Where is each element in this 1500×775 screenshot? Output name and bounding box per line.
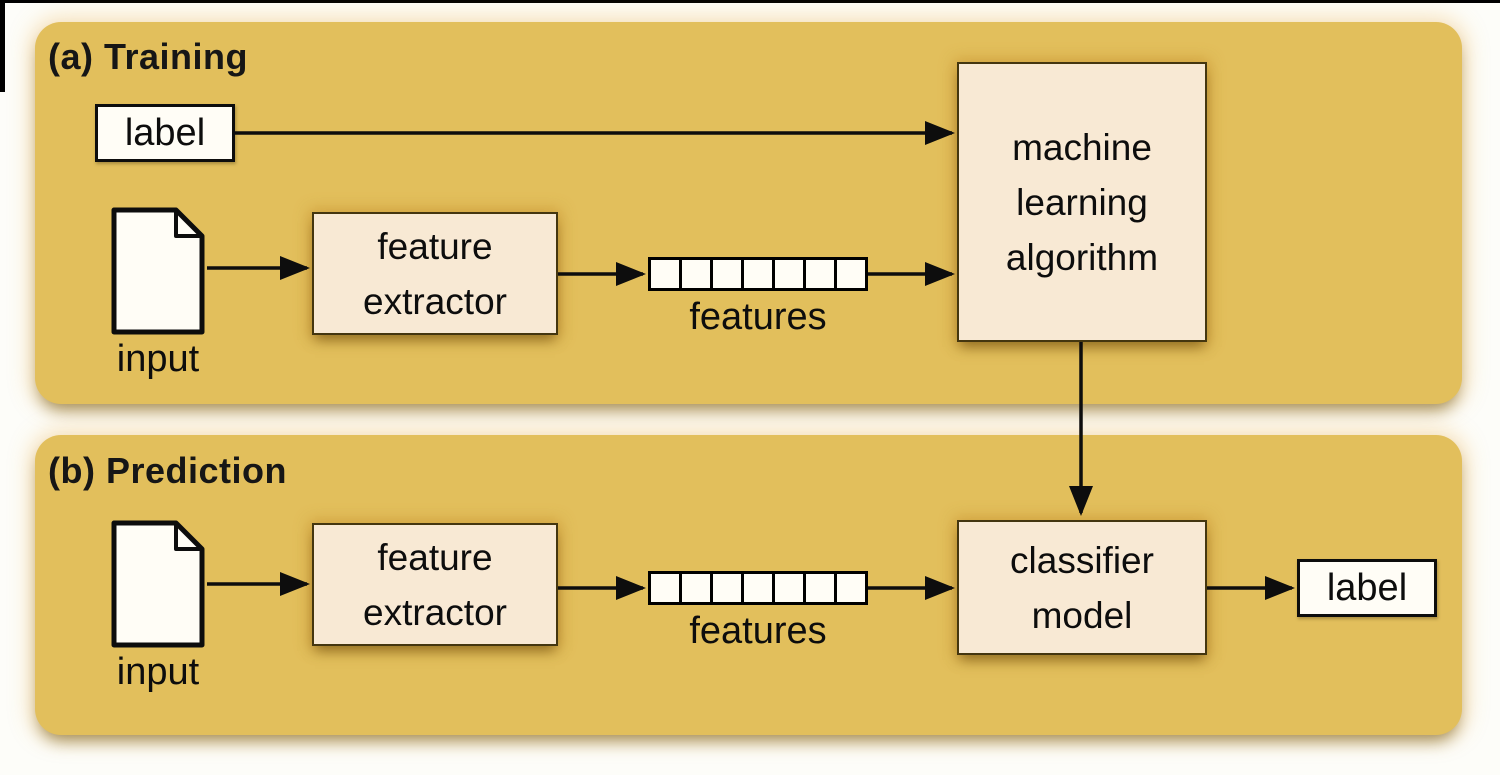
- classifier-line-1: classifier: [1010, 539, 1154, 581]
- feature-cell: [710, 257, 744, 291]
- scan-artifact-top-line: [0, 0, 1500, 3]
- prediction-panel: (b) Prediction input feature extractor f…: [35, 435, 1462, 735]
- feature-cell: [679, 257, 713, 291]
- feature-cell: [772, 571, 806, 605]
- training-input-document-icon: [110, 206, 206, 341]
- prediction-label-box: label: [1297, 559, 1437, 617]
- feature-cell: [834, 257, 868, 291]
- prediction-input-caption: input: [116, 651, 200, 693]
- training-label-box: label: [95, 104, 235, 162]
- feature-cell: [648, 571, 682, 605]
- prediction-label-text: label: [1326, 566, 1408, 609]
- feature-extractor-line-1: feature: [377, 225, 493, 267]
- machine-learning-algorithm-box: machine learning algorithm: [957, 62, 1207, 342]
- training-features-caption: features: [689, 296, 827, 338]
- feature-cell: [710, 571, 744, 605]
- training-feature-vector: [648, 257, 868, 291]
- scan-artifact-left-line: [0, 0, 5, 92]
- feature-cell: [803, 257, 837, 291]
- feature-cell: [648, 257, 682, 291]
- algorithm-line-2: learning: [1016, 181, 1148, 223]
- prediction-input-document-icon: [110, 519, 206, 654]
- training-input-caption: input: [116, 338, 200, 380]
- prediction-features-caption: features: [689, 610, 827, 652]
- training-label-text: label: [124, 111, 206, 154]
- training-panel: (a) Training label input feature extract…: [35, 22, 1462, 404]
- feature-cell: [803, 571, 837, 605]
- algorithm-line-3: algorithm: [1005, 236, 1159, 278]
- feature-cell: [741, 571, 775, 605]
- feature-extractor-line-2: extractor: [363, 280, 507, 322]
- classifier-model-box: classifier model: [957, 520, 1207, 655]
- feature-extractor-line-1: feature: [377, 536, 493, 578]
- training-panel-title: (a) Training: [48, 36, 249, 77]
- feature-cell: [741, 257, 775, 291]
- prediction-feature-vector: [648, 571, 868, 605]
- feature-extractor-line-2: extractor: [363, 591, 507, 633]
- feature-cell: [679, 571, 713, 605]
- feature-cell: [772, 257, 806, 291]
- algorithm-line-1: machine: [1012, 126, 1152, 168]
- prediction-panel-title: (b) Prediction: [48, 450, 287, 491]
- training-feature-extractor-box: feature extractor: [312, 212, 558, 335]
- feature-cell: [834, 571, 868, 605]
- prediction-feature-extractor-box: feature extractor: [312, 523, 558, 646]
- classifier-line-2: model: [1031, 594, 1133, 636]
